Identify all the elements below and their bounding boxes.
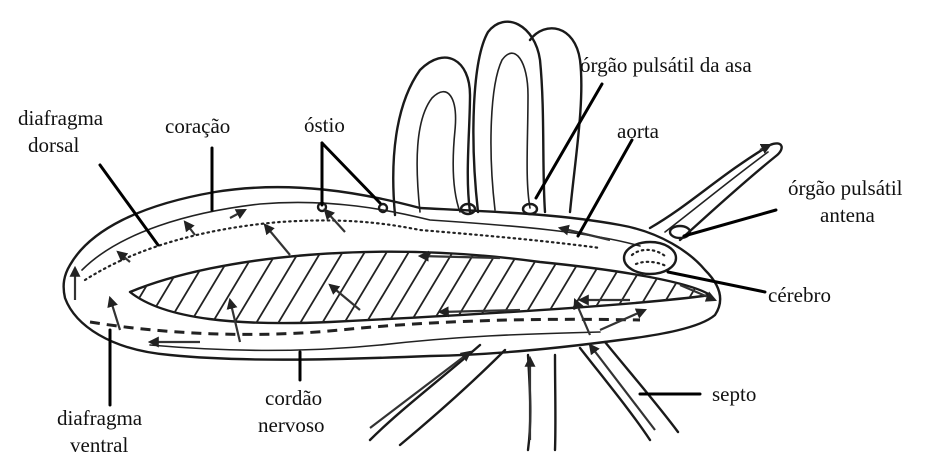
legs	[370, 342, 678, 450]
label-diafragma-dorsal-2: dorsal	[28, 133, 79, 157]
brain	[624, 242, 676, 274]
ostium-right-marker	[379, 204, 387, 212]
flow-arrows	[75, 145, 770, 440]
label-coracao: coração	[165, 114, 230, 138]
label-ostio: óstio	[304, 113, 345, 137]
label-septo: septo	[712, 382, 756, 406]
label-diafragma-ventral-1: diafragma	[57, 406, 143, 430]
brain-stipple	[632, 250, 666, 266]
label-cordao-nervoso-2: nervoso	[258, 413, 325, 437]
wing-left	[393, 58, 470, 215]
wing-right	[473, 22, 581, 212]
hatch-line	[758, 230, 818, 330]
hatch-line	[736, 230, 796, 330]
label-diafragma-dorsal-1: diafragma	[18, 106, 104, 130]
ventral-diaphragm-line	[90, 319, 640, 334]
label-cordao-nervoso-1: cordão	[265, 386, 322, 410]
label-orgao-pulsatil-antena-1: órgão pulsátil	[788, 176, 903, 200]
hatch-line	[714, 230, 774, 330]
label-orgao-pulsatil-antena-2: antena	[820, 203, 875, 227]
label-aorta: aorta	[617, 119, 660, 143]
label-orgao-pulsatil-asa: órgão pulsátil da asa	[580, 53, 752, 77]
label-cerebro: cérebro	[768, 283, 831, 307]
label-diafragma-ventral-2: ventral	[70, 433, 128, 457]
